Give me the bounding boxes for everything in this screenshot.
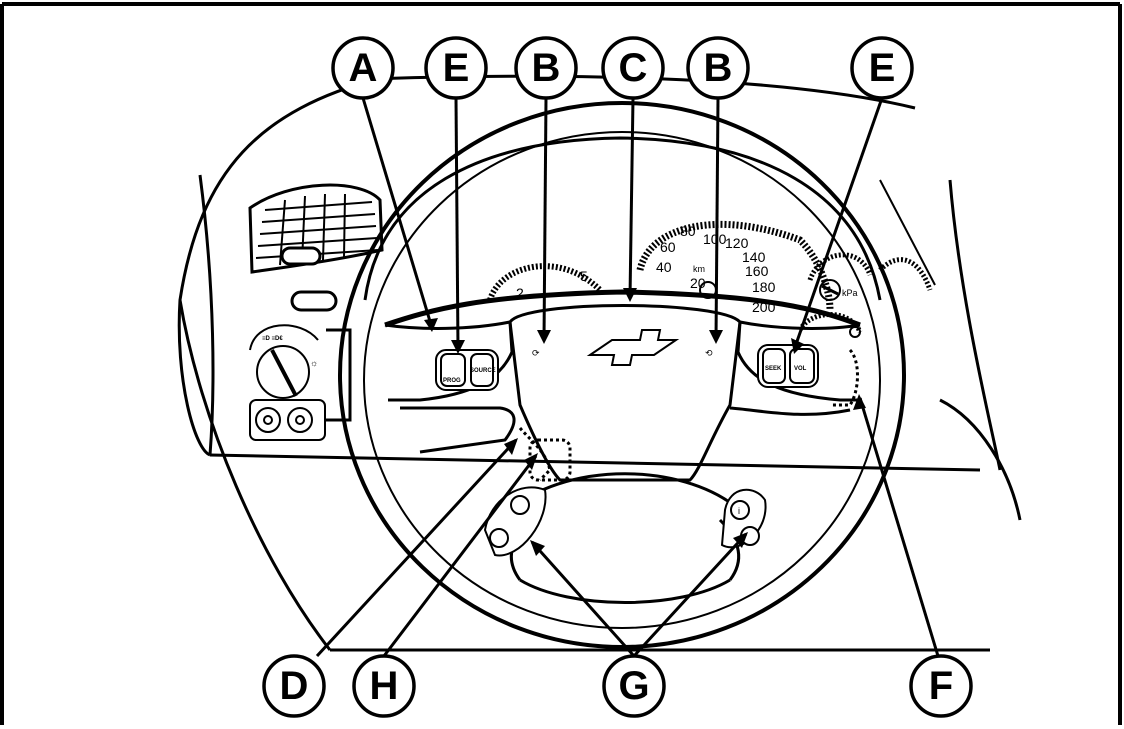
speedometer-tick-100: 100 (703, 231, 727, 247)
horn-symbol-right: ⟲ (705, 348, 713, 358)
seek-button[interactable]: SEEK (765, 366, 782, 372)
frame (2, 4, 1120, 725)
speedometer-tick-180: 180 (752, 279, 776, 295)
callout-d: D (280, 664, 309, 708)
speedometer-tick-60: 60 (660, 239, 676, 255)
source-button[interactable]: SOURCE (470, 368, 496, 374)
callout-circles (264, 38, 971, 716)
callout-f: F (929, 664, 953, 708)
headlamp-switch (250, 325, 350, 440)
leader-lines (317, 98, 938, 656)
callout-e-right: E (869, 46, 896, 90)
info-button[interactable]: i (738, 506, 740, 516)
speedometer-tick-160: 160 (745, 263, 769, 279)
dashboard (179, 76, 1020, 650)
tachometer-tick-5: 5 (580, 268, 588, 284)
gauge-unit-kpa: kPa (842, 288, 858, 298)
callout-h: H (370, 664, 399, 708)
speedometer-tick-80: 80 (680, 223, 696, 239)
headlamp-symbols: ≡D ≡D€ (262, 336, 283, 342)
callout-a: A (349, 46, 378, 90)
speedometer-tick-20: 20 (690, 275, 706, 291)
steering-wheel (340, 103, 904, 647)
speedometer-tick-40: 40 (656, 259, 672, 275)
callout-g: G (618, 664, 649, 708)
air-vent (250, 185, 382, 310)
prog-button[interactable]: PROG (443, 378, 461, 384)
callout-c: C (619, 46, 648, 90)
callout-b-left: B (532, 46, 561, 90)
callout-e-left: E (443, 46, 470, 90)
horn-symbol-left: ⟳ (532, 348, 540, 358)
dimmer-symbol: ☼ (310, 358, 318, 368)
vol-button[interactable]: VOL (794, 366, 807, 372)
speedometer-unit: km (693, 264, 705, 274)
callout-b-right: B (704, 46, 733, 90)
